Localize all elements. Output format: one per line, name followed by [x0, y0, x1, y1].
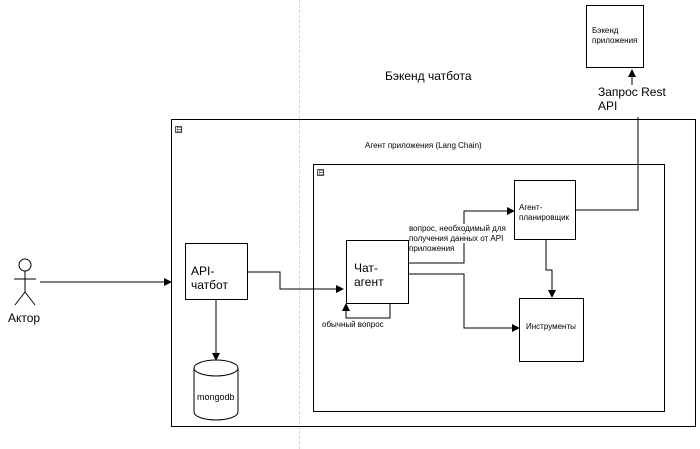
- api-chatbot-node[interactable]: API- чатбот: [185, 243, 248, 300]
- tools-node[interactable]: Инструменты: [519, 298, 584, 362]
- backend-title: Бэкенд чатбота: [385, 69, 472, 83]
- edge-label-question-api-line1: вопрос, необходимый для: [409, 224, 506, 233]
- edge-label-rest-line2: API: [598, 99, 618, 113]
- chat-agent-label-line1: Чат-: [354, 261, 378, 275]
- api-chatbot-label-line1: API-: [191, 264, 215, 278]
- edge-api-chat-agent: [248, 271, 344, 293]
- actor-figure: [14, 258, 36, 306]
- app-backend-node[interactable]: Бэкенд приложения: [586, 5, 644, 68]
- planner-label-line1: Агент-: [519, 203, 543, 212]
- mongodb-label: mongodb: [197, 392, 235, 402]
- mongodb-cylinder: [193, 359, 239, 421]
- api-chatbot-label-line2: чатбот: [191, 278, 228, 292]
- edge-chat-tools: [409, 273, 520, 332]
- app-backend-label-line2: приложения: [592, 36, 638, 45]
- edge-planner-tools: [545, 240, 556, 298]
- chatbot-backend-container: ⊟: [171, 119, 696, 427]
- edge-label-question-api-line2: получения данных от API: [409, 234, 504, 243]
- app-backend-label-line1: Бэкенд: [592, 26, 619, 35]
- canvas-guide-vertical: [299, 0, 300, 449]
- chat-agent-label-line2: агент: [354, 275, 384, 289]
- chat-agent-node[interactable]: Чат- агент: [346, 240, 409, 304]
- collapse-icon[interactable]: ⊟: [175, 125, 183, 134]
- edge-ordinary-question: [342, 303, 391, 319]
- edge-label-question-api-line3: приложения: [409, 244, 455, 253]
- edge-label-ordinary-question: обычный вопрос: [322, 320, 384, 329]
- app-agent-container-title: Агент приложения (Lang Chain): [365, 141, 482, 150]
- collapse-icon[interactable]: ⊟: [317, 168, 325, 177]
- actor-label: Актор: [8, 311, 41, 325]
- edge-planner-backend: [576, 117, 639, 211]
- edge-label-rest-line1: Запрос Rest: [598, 85, 666, 99]
- planner-node[interactable]: Агент- планировщик: [514, 180, 576, 240]
- planner-label-line2: планировщик: [519, 213, 570, 222]
- app-agent-container: ⊟: [313, 164, 665, 412]
- tools-label: Инструменты: [526, 322, 576, 331]
